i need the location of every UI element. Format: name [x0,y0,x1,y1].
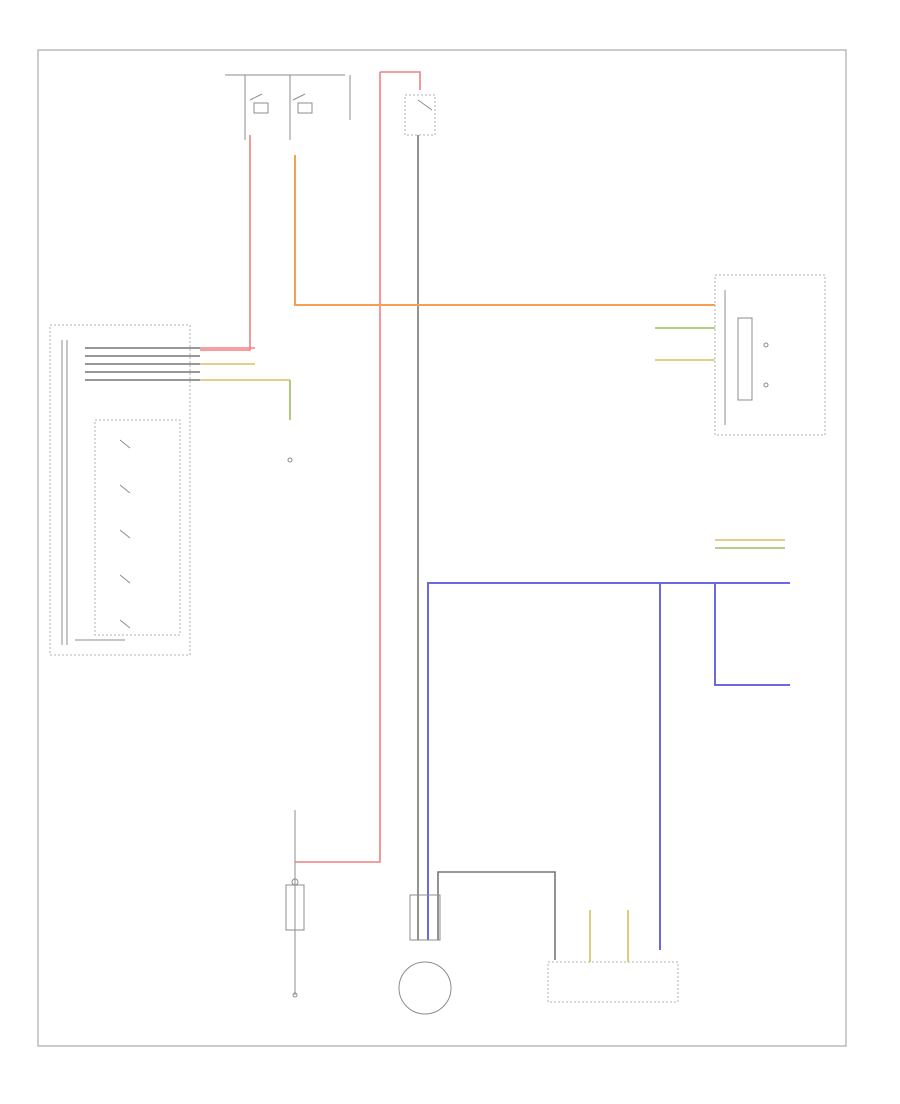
switch-icon [119,529,131,539]
generator-icon [398,961,452,1015]
fuse-icon [253,102,269,114]
wire-orange-charge-signal [294,155,715,306]
switch-icon [249,93,263,101]
battery [285,810,305,998]
fuse-block-top [225,74,351,140]
diagram-border [37,49,847,1047]
generator-connector [409,894,441,941]
steering-module-outline [49,324,191,656]
switch-icon [292,93,306,101]
fuse-icon [297,102,313,114]
wire-red-switch-feed [200,135,251,351]
switch-icon [119,619,131,629]
wire-red-top-loop [380,71,421,90]
multifunction-switch-outline [94,419,181,636]
instrument-cluster [655,274,826,436]
ground-icon [292,992,298,998]
generator [398,871,556,1015]
battery-terminal-icon [291,878,299,886]
steering-column-module [49,324,293,656]
main-fuse-box [404,94,436,136]
indicator-icon [763,342,769,348]
ecm-outline [547,961,679,1003]
can-connector-top [715,539,785,549]
switch-icon [119,484,131,494]
wire-generator-dfm [437,871,556,960]
wire-blue-bcm [714,583,790,686]
wire-blue-can-high [427,582,790,940]
switch-icon [119,439,131,449]
switch-icon [417,99,433,111]
cluster-module-icon [737,317,753,401]
indicator-icon [763,382,769,388]
wire-red-battery-positive [295,72,381,863]
switch-icon [119,574,131,584]
fuse-box-outline [404,94,436,136]
instrument-cluster-outline [714,274,826,436]
ground-icon [287,457,293,463]
engine-control-module [547,910,679,1003]
